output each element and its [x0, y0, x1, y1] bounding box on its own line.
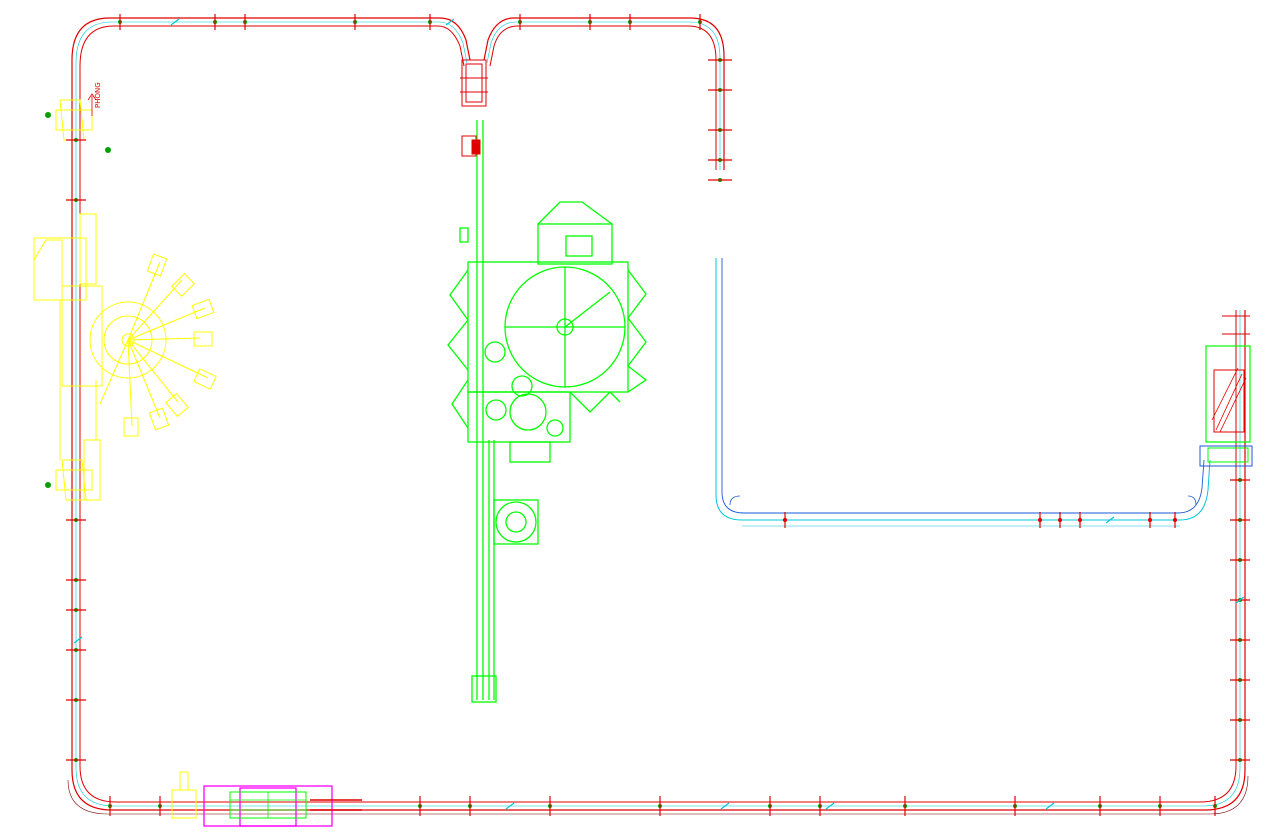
labeler-discharge — [509, 441, 551, 463]
labeler-gear-c — [509, 393, 547, 431]
rail-bracket — [720, 802, 730, 810]
shrink-wrapper-module — [171, 771, 362, 827]
filler-base — [61, 285, 103, 387]
labeler-gear-b — [511, 375, 533, 397]
rail-bracket — [73, 636, 83, 644]
filler-outfeed — [55, 459, 93, 501]
room-label-arrow — [87, 93, 97, 116]
labeler-capper — [495, 501, 537, 543]
rail-bracket — [1105, 516, 1115, 524]
filler-side-panel — [79, 213, 97, 285]
filler-carousel — [89, 301, 167, 379]
labeler-right-fins — [627, 269, 648, 393]
sensor-dot — [45, 112, 51, 118]
labeler-gear-e — [546, 419, 564, 437]
rail-bracket — [1045, 802, 1055, 810]
conveyor-inner-rail — [79, 25, 717, 560]
filler-heads — [99, 253, 217, 437]
sensor-dot — [105, 147, 111, 153]
rail-bracket — [825, 802, 835, 810]
rail-bracket — [1235, 596, 1245, 604]
filler-carousel-inner — [103, 315, 153, 365]
labeler-gear-d — [485, 399, 507, 421]
rail-bracket — [170, 18, 180, 26]
rotary-filler-machine — [33, 99, 217, 501]
main-conveyor-loop — [67, 17, 1249, 815]
conveyor-bottom-inner — [79, 310, 1237, 803]
top-divert-station — [460, 59, 488, 157]
labeler-capper-frame — [493, 499, 539, 545]
conveyor-outer-rail — [71, 17, 725, 560]
labeling-machine — [447, 120, 648, 703]
rail-bracket — [445, 18, 455, 26]
conveyor-bottom-outer — [71, 310, 1246, 811]
rail-bracket — [505, 802, 515, 810]
labeler-top-inner — [565, 235, 593, 257]
filler-lower-panel — [83, 439, 101, 501]
labeler-top-box — [537, 223, 613, 265]
room-label: PHÒNG — [93, 82, 102, 108]
return-rail-outer — [715, 258, 1211, 521]
return-rail-edge — [729, 495, 1197, 506]
filler-infeed — [55, 99, 93, 141]
filler-hopper — [33, 239, 63, 300]
labeler-left-fins — [447, 269, 469, 429]
sensor-dot — [45, 482, 51, 488]
conveyor-sensors — [45, 14, 1250, 816]
return-rail-inner — [721, 258, 1205, 514]
labeler-gear-a — [484, 341, 506, 363]
conveyor-bottom-return — [67, 775, 1249, 815]
labeler-tail — [471, 675, 497, 703]
labeler-capper-inner — [505, 511, 527, 533]
conveyor-bottom-center — [75, 310, 1241, 807]
conveyor-center-line — [75, 21, 721, 560]
labeler-side-box — [459, 227, 469, 243]
labeler-bottom-fins — [569, 391, 621, 413]
labeler-top-wing — [537, 201, 613, 225]
return-conveyor — [715, 258, 1211, 527]
case-packer-machine — [1199, 315, 1253, 467]
